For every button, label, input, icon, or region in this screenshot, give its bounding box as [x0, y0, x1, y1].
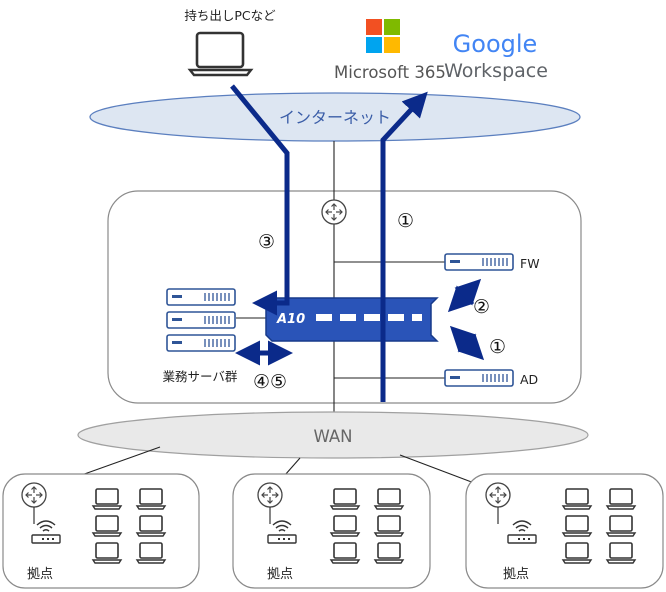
branch-office-2: 拠点 — [232, 473, 431, 589]
business-server-1 — [166, 288, 236, 306]
mobile-pc-label: 持ち出しPCなど — [184, 8, 276, 23]
laptop-icon — [92, 542, 122, 564]
branch-3-router-icon — [485, 482, 511, 508]
google-workspace-logo: Google Workspace — [444, 30, 548, 82]
wan-cloud: WAN — [77, 411, 589, 459]
laptop-icon — [606, 488, 636, 510]
branch-3-label: 拠点 — [503, 567, 529, 582]
business-server-group: 業務サーバ群 — [163, 288, 238, 384]
step-3-label: ③ — [258, 231, 275, 253]
network-links — [236, 141, 445, 412]
branch-1-label: 拠点 — [27, 567, 53, 582]
ad-flow-arrow — [449, 325, 485, 361]
internet-cloud: インターネット — [89, 92, 581, 142]
hq-router-icon — [321, 199, 347, 225]
microsoft-logo-icon — [366, 19, 400, 53]
branch-1-router-icon — [21, 482, 47, 508]
active-directory: AD — [444, 369, 538, 387]
ad-server-icon — [444, 369, 514, 387]
branch-2-router-icon — [257, 482, 283, 508]
internet-label: インターネット — [279, 108, 391, 127]
microsoft-365-text: Microsoft 365 — [334, 63, 446, 82]
laptop-icon — [187, 31, 254, 77]
laptop-icon — [606, 515, 636, 537]
laptop-icon — [136, 542, 166, 564]
laptop-icon — [92, 515, 122, 537]
laptop-icon — [136, 515, 166, 537]
branch-office-1: 拠点 — [2, 473, 200, 589]
remote-pc-flow-arrow — [230, 84, 290, 316]
ad-label: AD — [520, 372, 538, 387]
firewall-label: FW — [520, 256, 540, 271]
step-labels: ③ ① ② ① ④⑤ — [253, 210, 506, 393]
laptop-icon — [606, 542, 636, 564]
laptop-icon — [374, 515, 404, 537]
step-1-cloud-label: ① — [397, 210, 414, 232]
branch-2-label: 拠点 — [267, 567, 293, 582]
a10-logo: A10 — [276, 312, 305, 327]
business-server-3 — [166, 334, 236, 352]
business-server-label: 業務サーバ群 — [163, 369, 238, 384]
step-1-ad-label: ① — [489, 336, 506, 358]
a10-port-icons — [316, 314, 422, 321]
firewall: FW — [444, 253, 540, 271]
laptop-icon — [136, 488, 166, 510]
laptop-icon — [330, 542, 360, 564]
laptop-icon — [330, 488, 360, 510]
business-server-2 — [166, 311, 236, 329]
laptop-icon — [330, 515, 360, 537]
cloud-access-flow-arrow — [380, 91, 428, 402]
laptop-icon — [562, 542, 592, 564]
laptop-icon — [374, 488, 404, 510]
google-logo-text: Google — [453, 30, 538, 58]
step-4-5-label: ④⑤ — [253, 371, 287, 393]
laptop-icon — [92, 488, 122, 510]
microsoft-365-logo: Microsoft 365 — [334, 19, 446, 82]
laptop-icon — [374, 542, 404, 564]
firewall-server-icon — [444, 253, 514, 271]
laptop-icon — [562, 515, 592, 537]
laptop-icon — [562, 488, 592, 510]
mobile-pc: 持ち出しPCなど — [184, 8, 276, 77]
a10-appliance: A10 — [265, 297, 439, 342]
workspace-logo-text: Workspace — [444, 60, 548, 82]
wan-label: WAN — [313, 427, 352, 446]
fw-flow-arrow — [447, 278, 482, 313]
step-2-label: ② — [473, 296, 490, 318]
branch-office-3: 拠点 — [465, 473, 664, 589]
traffic-flow-arrows — [230, 84, 485, 402]
